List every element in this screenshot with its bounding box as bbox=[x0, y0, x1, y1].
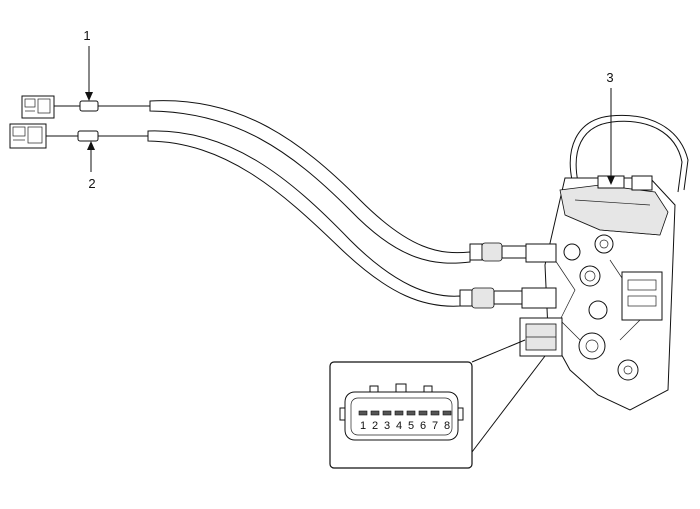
connector-detail-view: 1 2 3 4 5 6 7 8 bbox=[329, 361, 473, 469]
connector-pin-label: 6 bbox=[420, 420, 426, 432]
callout-2: 2 bbox=[87, 141, 96, 191]
cable-end-clip-lower bbox=[9, 123, 78, 149]
callout-1-label: 1 bbox=[83, 28, 90, 43]
connector-pin-label: 3 bbox=[384, 420, 390, 432]
door-latch-assembly bbox=[519, 114, 689, 411]
detail-leader-lower bbox=[471, 355, 546, 453]
callout-3-label: 3 bbox=[606, 70, 613, 85]
connector-pin-label: 7 bbox=[432, 420, 438, 432]
connector-pin-slots bbox=[358, 410, 452, 416]
cable-end-clip-upper bbox=[21, 95, 80, 119]
callout-3: 3 bbox=[606, 70, 615, 185]
detail-leader-upper bbox=[471, 339, 526, 363]
cable-2 bbox=[77, 130, 523, 309]
cable-1 bbox=[79, 100, 527, 264]
connector-pin-label: 8 bbox=[444, 420, 450, 432]
callout-1: 1 bbox=[83, 28, 93, 101]
connector-pin-label: 4 bbox=[396, 420, 402, 432]
connector-pin-label: 1 bbox=[360, 420, 366, 432]
callout-2-label: 2 bbox=[88, 176, 95, 191]
connector-pin-label: 5 bbox=[408, 420, 414, 432]
connector-pin-label: 2 bbox=[372, 420, 378, 432]
